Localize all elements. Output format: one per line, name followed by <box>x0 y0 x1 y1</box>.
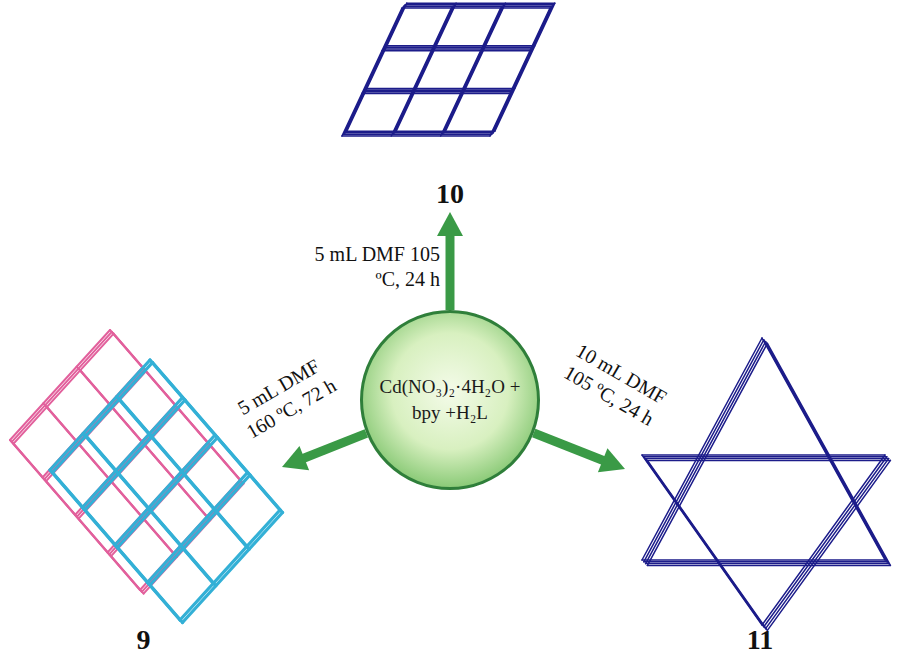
reaction-arrow <box>437 212 463 310</box>
framework-bar <box>647 460 890 462</box>
framework-bar <box>384 48 532 50</box>
framework-bar <box>647 460 767 630</box>
framework-bar <box>364 91 512 93</box>
framework-bar <box>118 438 218 548</box>
framework-bar <box>767 460 890 630</box>
reactant-text: Cd(NO₃)₂·4H₂O + bpy +H₂L <box>375 374 525 425</box>
framework-bar <box>407 2 555 4</box>
condition-label: 10 mL DMF 105 ºC, 24 h <box>545 330 684 439</box>
framework-bar <box>764 457 887 627</box>
framework-bar <box>382 50 530 52</box>
product-framework: 10 <box>330 0 570 212</box>
framework-bar <box>342 135 490 137</box>
framework-bar <box>445 3 505 131</box>
reactant-circle: Cd(NO₃)₂·4H₂O + bpy +H₂L <box>360 310 540 490</box>
compound-number: 11 <box>625 624 895 656</box>
framework-bar <box>495 3 555 131</box>
grid-layer <box>342 3 555 136</box>
framework-bar <box>642 454 885 456</box>
arrow-shaft <box>534 433 605 461</box>
framework-bar <box>385 47 533 49</box>
framework-bar <box>183 513 283 623</box>
framework-bar <box>180 510 280 620</box>
framework-bar <box>362 93 510 95</box>
kagome-layer <box>642 338 890 630</box>
framework-bar <box>402 7 550 9</box>
framework-bar <box>347 3 407 131</box>
reaction-arrow <box>534 433 625 472</box>
framework-bar <box>367 88 515 90</box>
condition-label: 5 mL DMF 160 ºC, 72 h <box>219 345 351 450</box>
framework-bar <box>646 342 766 564</box>
compound-number: 10 <box>330 178 570 210</box>
framework-bar <box>644 561 887 563</box>
framework-bar <box>387 45 535 47</box>
framework-bar <box>345 132 493 134</box>
framework-bar <box>365 89 513 91</box>
framework-bar <box>150 475 250 585</box>
product-framework: 11 <box>625 330 895 658</box>
arrow-shaft <box>446 234 455 310</box>
compound-number: 9 <box>5 624 282 656</box>
framework-bar <box>644 456 887 458</box>
framework-bar <box>396 3 456 131</box>
framework-bar <box>80 370 210 520</box>
framework-bar <box>766 459 889 629</box>
framework-bar <box>404 6 552 8</box>
grid-layer <box>10 330 244 594</box>
framework-bar <box>644 340 764 562</box>
framework-bar <box>14 334 114 444</box>
arrow-head <box>437 212 463 236</box>
framework-bar <box>53 363 153 473</box>
arrow-shaft <box>302 433 366 458</box>
framework-bar <box>647 565 890 567</box>
framework-bar <box>646 563 889 565</box>
framework-bar <box>85 400 185 510</box>
framework-bar <box>646 458 889 460</box>
framework-bar <box>762 455 885 625</box>
product-framework: 9 <box>5 315 282 658</box>
condition-label: 5 mL DMF 105 ºC, 24 h <box>310 242 440 292</box>
framework-bar <box>642 559 885 561</box>
framework-bar <box>344 134 492 136</box>
framework-bar <box>405 4 553 6</box>
framework-bar <box>642 338 762 560</box>
reaction-arrow <box>282 433 366 470</box>
framework-bar <box>347 130 495 132</box>
